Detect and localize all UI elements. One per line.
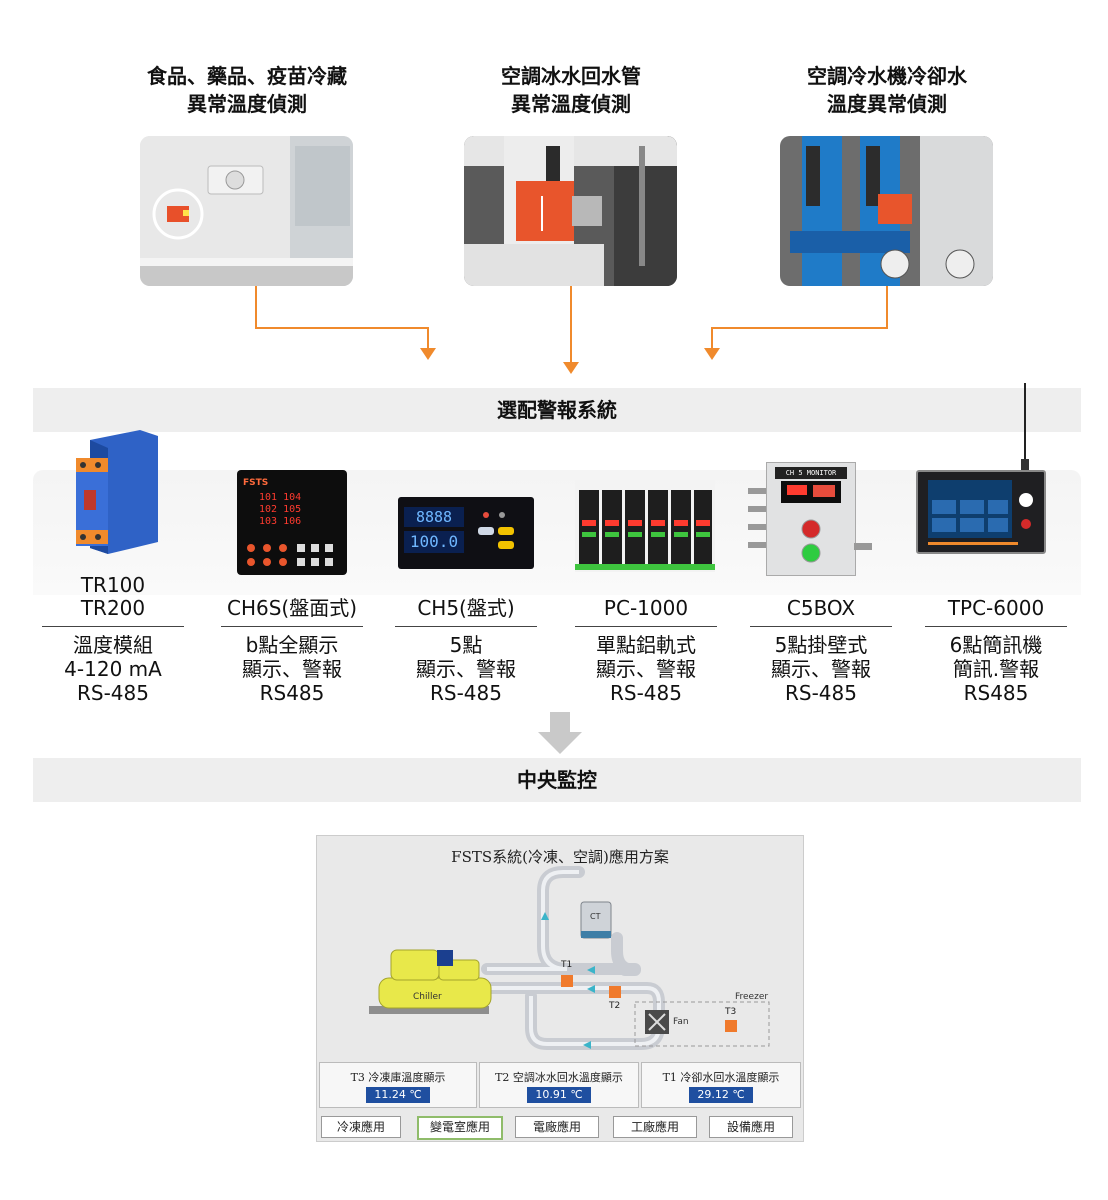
ch6s-panel-image: FSTS 101 104 102 105 103 106 — [237, 470, 347, 575]
product-divider — [925, 626, 1067, 627]
product-divider — [395, 626, 537, 627]
app-button-power-plant[interactable]: 電廠應用 — [515, 1116, 599, 1138]
tr100-module-image — [76, 430, 158, 554]
scada-title: FSTS系統(冷凍、空調)應用方案 — [451, 848, 669, 866]
sensor-t3-label: T3 — [725, 1007, 737, 1017]
c5box-image: CH 5 MONITOR — [766, 462, 856, 576]
photo-cooling-pipes — [780, 136, 993, 286]
product-c5box: C5BOX 5點掛壁式 顯示、警報 RS-485 — [746, 597, 896, 705]
photo-chilled-pipe — [464, 136, 677, 286]
app-button-substation[interactable]: 變電室應用 — [417, 1116, 503, 1140]
alarm-system-band: 選配警報系統 — [33, 388, 1081, 432]
app-button-factory[interactable]: 工廠應用 — [613, 1116, 697, 1138]
chiller-label: Chiller — [413, 992, 442, 1002]
sensor-t1-label: T1 — [561, 960, 573, 970]
photo-refrigerator — [140, 136, 353, 286]
central-monitoring-band: 中央監控 — [33, 758, 1081, 802]
ct-label: CT — [590, 912, 601, 921]
readout-t1-value: 29.12 ℃ — [689, 1087, 753, 1103]
scenario-title-cold-storage: 食品、藥品、疫苗冷藏 異常溫度偵測 — [147, 64, 347, 116]
app-button-refrigeration[interactable]: 冷凍應用 — [321, 1116, 401, 1138]
product-tpc6000: TPC-6000 6點簡訊機 簡訊.警報 RS485 — [921, 597, 1071, 705]
app-button-equipment[interactable]: 設備應用 — [709, 1116, 793, 1138]
product-divider — [575, 626, 717, 627]
readout-t3-value: 11.24 ℃ — [366, 1087, 430, 1103]
readout-t3: T3 冷凍庫溫度顯示 11.24 ℃ — [319, 1062, 477, 1108]
pc1000-rail-image — [575, 480, 715, 572]
product-strip — [33, 470, 1081, 595]
readout-t2: T2 空調冰水回水溫度顯示 10.91 ℃ — [479, 1062, 639, 1108]
ch5-panel-image: 8888 100.0 — [398, 497, 534, 569]
product-divider — [750, 626, 892, 627]
sensor-t2-label: T2 — [609, 1001, 621, 1011]
readout-t2-value: 10.91 ℃ — [527, 1087, 591, 1103]
product-ch6s: CH6S(盤面式) b點全顯示 顯示、警報 RS485 — [217, 597, 367, 705]
scada-diagram — [369, 866, 770, 1050]
product-tr100: TR100 TR200 溫度模組 4-120 mA RS-485 — [38, 574, 188, 705]
c5box-cable-glands — [748, 488, 766, 548]
c5box-side-gland — [854, 543, 872, 550]
readout-t1: T1 冷卻水回水溫度顯示 29.12 ℃ — [641, 1062, 801, 1108]
product-ch5: CH5(盤式) 5點 顯示、警報 RS-485 — [391, 597, 541, 705]
product-divider — [221, 626, 363, 627]
scenario-title-cooling-water: 空調冷水機冷卻水 溫度異常偵測 — [807, 64, 967, 116]
scenario-title-chilled-water: 空調冰水回水管 異常溫度偵測 — [501, 64, 641, 116]
scada-panel: FSTS系統(冷凍、空調)應用方案 — [316, 835, 804, 1142]
antenna-icon — [1021, 383, 1029, 471]
down-arrow-icon — [538, 712, 582, 754]
connector-arrows — [255, 286, 888, 374]
freezer-label: Freezer — [735, 992, 769, 1002]
product-pc1000: PC-1000 單點鋁軌式 顯示、警報 RS-485 — [571, 597, 721, 705]
fan-label: Fan — [673, 1017, 689, 1027]
product-divider — [42, 626, 184, 627]
tpc6000-image — [916, 470, 1046, 554]
